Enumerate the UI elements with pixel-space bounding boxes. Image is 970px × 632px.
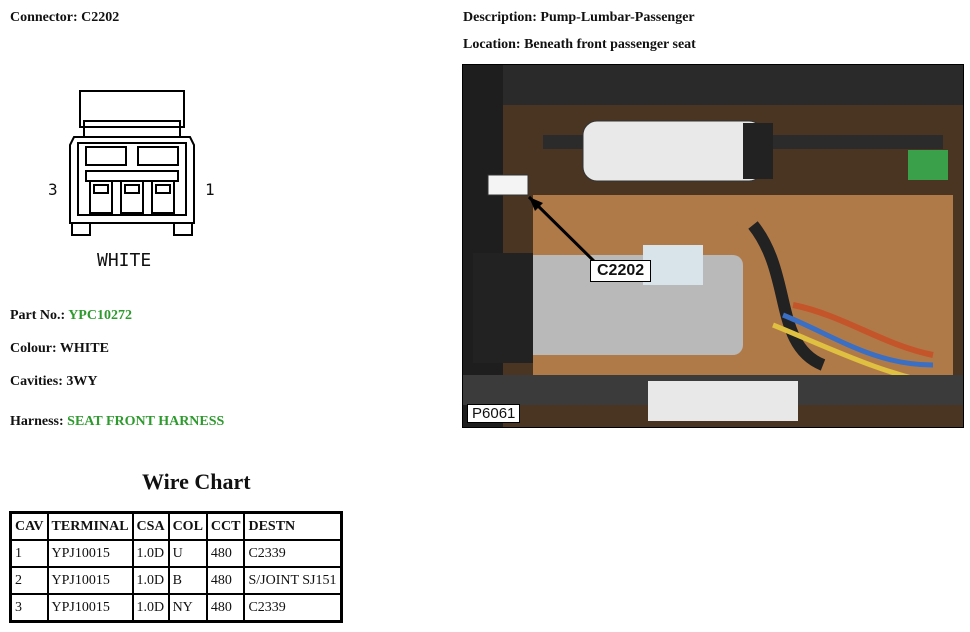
cell-csa: 1.0D	[131, 539, 170, 568]
cell-destn: S/JOINT SJ151	[243, 566, 343, 595]
header-cct: CCT	[205, 511, 246, 541]
header-col: COL	[167, 511, 208, 541]
photo-callout-label: C2202	[590, 260, 652, 282]
cell-csa: 1.0D	[131, 566, 170, 595]
header-cav: CAV	[9, 511, 49, 541]
cell-cav: 2	[9, 566, 49, 595]
table-row: 3 YPJ10015 1.0D NY 480 C2339	[9, 593, 343, 623]
description-value: Pump-Lumbar-Passenger	[540, 10, 695, 25]
cell-destn: C2339	[243, 593, 343, 623]
cell-cct: 480	[205, 539, 246, 568]
cavities-value: 3WY	[66, 374, 98, 389]
harness-label: Harness:	[10, 414, 64, 429]
location-value: Beneath front passenger seat	[524, 37, 696, 52]
cell-cav: 1	[9, 539, 49, 568]
cell-col: NY	[167, 593, 208, 623]
cell-csa: 1.0D	[131, 593, 170, 623]
cell-cct: 480	[205, 593, 246, 623]
location-photo-illustration	[463, 65, 963, 427]
header-destn: DESTN	[243, 511, 343, 541]
description-field: Description: Pump-Lumbar-Passenger	[463, 10, 695, 26]
cell-cct: 480	[205, 566, 246, 595]
location-photo: P6061	[462, 64, 964, 428]
cell-col: U	[167, 539, 208, 568]
colour-label: Colour:	[10, 341, 57, 356]
part-no-link[interactable]: YPC10272	[68, 308, 132, 323]
connector-colour-label: WHITE	[97, 250, 152, 271]
connector-value: C2202	[81, 10, 120, 25]
wire-chart-header-row: CAV TERMINAL CSA COL CCT DESTN	[9, 511, 343, 541]
harness-link[interactable]: SEAT FRONT HARNESS	[67, 414, 225, 429]
cell-terminal: YPJ10015	[46, 539, 134, 568]
connector-diagram	[69, 90, 195, 236]
part-no-label: Part No.:	[10, 308, 66, 323]
colour-field: Colour: WHITE	[10, 341, 109, 357]
cell-cav: 3	[9, 593, 49, 623]
table-row: 2 YPJ10015 1.0D B 480 S/JOINT SJ151	[9, 566, 343, 595]
cell-terminal: YPJ10015	[46, 593, 134, 623]
description-label: Description:	[463, 10, 537, 25]
cavities-label: Cavities:	[10, 374, 63, 389]
header-terminal: TERMINAL	[46, 511, 134, 541]
part-no-field: Part No.: YPC10272	[10, 308, 132, 324]
pin-right-label: 1	[205, 180, 215, 199]
cell-col: B	[167, 566, 208, 595]
cell-destn: C2339	[243, 539, 343, 568]
header-csa: CSA	[131, 511, 170, 541]
connector-label: Connector:	[10, 10, 78, 25]
table-row: 1 YPJ10015 1.0D U 480 C2339	[9, 539, 343, 568]
colour-value: WHITE	[59, 341, 109, 356]
location-field: Location: Beneath front passenger seat	[463, 37, 696, 53]
location-label: Location:	[463, 37, 521, 52]
cell-terminal: YPJ10015	[46, 566, 134, 595]
harness-field: Harness: SEAT FRONT HARNESS	[10, 414, 224, 430]
pin-left-label: 3	[48, 180, 58, 199]
photo-reference-tag: P6061	[467, 404, 521, 423]
connector-field: Connector: C2202	[10, 10, 119, 26]
wire-chart-table: CAV TERMINAL CSA COL CCT DESTN 1 YPJ1001…	[9, 511, 343, 623]
cavities-field: Cavities: 3WY	[10, 374, 98, 390]
wire-chart-title: Wire Chart	[142, 469, 251, 494]
